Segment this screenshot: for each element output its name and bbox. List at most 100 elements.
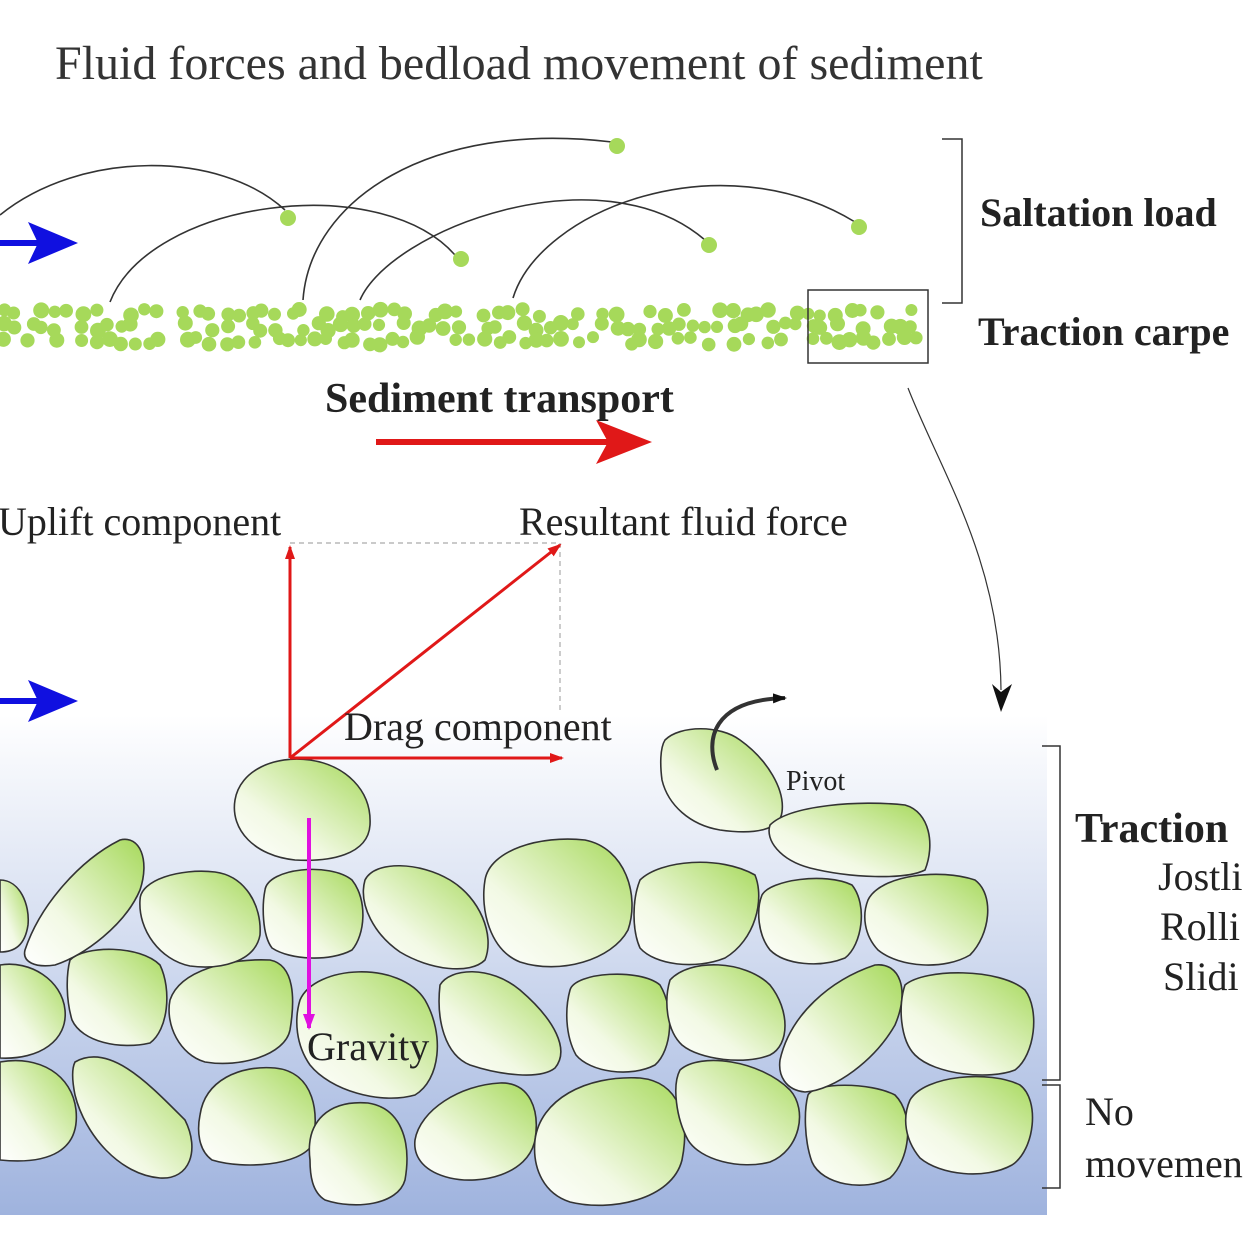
carpet-grain — [789, 317, 802, 331]
carpet-grain — [528, 332, 544, 348]
carpet-grain — [657, 308, 673, 323]
carpet-grain — [307, 331, 323, 347]
carpet-grain — [100, 317, 114, 332]
carpet-grain — [462, 333, 476, 346]
saltating-grain — [280, 210, 296, 226]
traction-zone-label: Traction — [1075, 806, 1228, 852]
carpet-grain — [221, 319, 236, 334]
bed-grain — [633, 861, 760, 966]
carpet-grain — [176, 306, 189, 319]
carpet-grain — [820, 331, 833, 345]
carpet-grain — [396, 335, 410, 349]
carpet-grain — [449, 305, 463, 318]
bed-grain — [0, 963, 66, 1059]
saltation-trajectories — [0, 137, 856, 303]
flow-direction-arrow-upper — [0, 222, 78, 264]
carpet-grain — [372, 318, 386, 331]
bed-grain — [778, 964, 903, 1093]
saltating-grains — [280, 138, 867, 267]
carpet-grain — [896, 329, 913, 345]
bed-grain — [66, 948, 168, 1047]
carpet-grain — [89, 335, 105, 350]
carpet-grain — [742, 333, 756, 346]
carpet-grain — [344, 332, 360, 348]
carpet-grain — [905, 304, 918, 316]
carpet-grain — [49, 332, 65, 348]
carpet-grain — [332, 316, 349, 333]
carpet-grain — [766, 319, 781, 334]
carpet-grain — [449, 333, 462, 346]
bed-grain — [675, 1059, 801, 1166]
carpet-grain — [573, 336, 585, 349]
saltating-grain — [851, 219, 867, 235]
carpet-grain — [532, 309, 546, 323]
carpet-grain — [748, 306, 764, 323]
bed-grain — [262, 868, 364, 959]
carpet-grain — [813, 309, 826, 322]
carpet-grain — [587, 331, 599, 344]
carpet-grain — [128, 337, 142, 351]
bed-grain — [0, 879, 30, 953]
carpet-grain — [59, 303, 73, 318]
carpet-grain — [201, 336, 217, 352]
force-diagram — [285, 542, 564, 1030]
traction-carpet-label: Traction carpe — [978, 309, 1229, 354]
carpet-grain — [571, 307, 585, 321]
carpet-grain — [220, 337, 235, 352]
carpet-grain — [409, 329, 425, 345]
carpet-grain — [20, 333, 35, 348]
bed-grain — [438, 970, 562, 1076]
carpet-grain — [710, 320, 724, 333]
gravity-label: Gravity — [307, 1024, 429, 1069]
carpet-grain — [33, 302, 50, 319]
carpet-grain — [620, 321, 636, 337]
carpet-grain — [841, 332, 858, 348]
carpet-grain — [882, 332, 896, 346]
carpet-grain — [205, 323, 220, 338]
saltation-bracket — [942, 138, 963, 304]
carpet-grain — [594, 316, 609, 331]
carpet-grain — [149, 304, 164, 319]
carpet-grain — [651, 322, 665, 336]
carpet-grain — [701, 337, 716, 352]
carpet-grain — [75, 334, 89, 347]
bed-grain — [296, 971, 439, 1099]
carpet-grain — [909, 331, 923, 345]
no-movement-bracket — [1042, 1084, 1061, 1189]
carpet-grain — [698, 320, 711, 334]
inset-connector-arrowhead — [992, 684, 1012, 712]
carpet-grain — [7, 320, 22, 335]
bed-grain — [139, 870, 261, 968]
carpet-grain — [150, 331, 166, 347]
construction-lines — [290, 542, 561, 710]
carpet-grain — [643, 304, 657, 319]
carpet-grain — [7, 306, 21, 320]
carpet-grain — [733, 316, 749, 332]
carpet-grain — [396, 316, 411, 330]
carpet-grain — [648, 333, 664, 350]
carpet-grain — [189, 331, 203, 344]
saltating-grain — [701, 237, 717, 253]
resultant-arrow — [289, 543, 562, 760]
sliding-label: Slidi — [1163, 954, 1239, 999]
sediment-transport-label: Sediment transport — [325, 376, 674, 422]
carpet-grain — [631, 331, 647, 348]
bed-grain — [0, 1059, 78, 1162]
carpet-grain — [361, 306, 376, 321]
carpet-grain — [48, 305, 61, 318]
carpet-grain — [357, 317, 372, 331]
carpet-grain — [113, 336, 128, 352]
bed-grain — [482, 838, 633, 968]
bed-grain — [362, 865, 489, 970]
bed-grain — [864, 873, 989, 966]
carpet-grain — [346, 318, 361, 333]
carpet-grain — [75, 306, 92, 323]
diagram-title: Fluid forces and bedload movement of sed… — [55, 37, 983, 90]
carpet-grain — [774, 332, 788, 347]
bed-grain — [71, 1056, 193, 1179]
bed-grain — [666, 963, 786, 1061]
carpet-grain — [291, 302, 307, 317]
carpet-grain — [319, 306, 335, 322]
drag-component-label: Drag component — [344, 704, 612, 749]
